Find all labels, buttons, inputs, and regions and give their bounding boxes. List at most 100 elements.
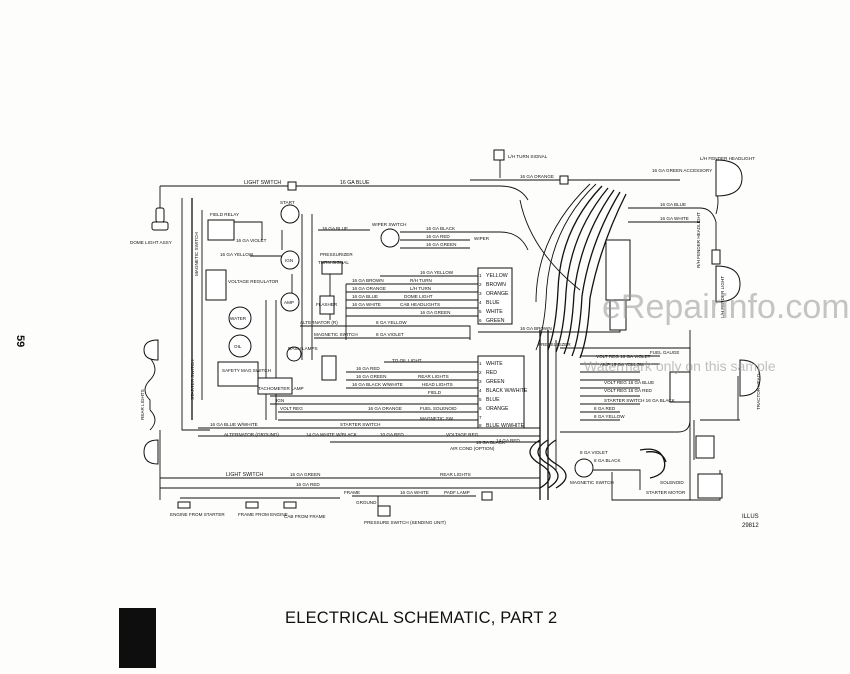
label-dome-light-assy: DOME LIGHT ASSY	[130, 240, 172, 245]
label-16ga-green-d: 16 GA GREEN	[420, 310, 450, 315]
label-ign: IGN	[285, 258, 293, 263]
label-tractor-head: TRACTOR HEAD	[756, 373, 761, 410]
label-volt-reg: VOLT REG	[280, 406, 303, 411]
label-magnetic-switch-3: MAGNETIC SWITCH	[570, 480, 614, 485]
label-lh-turn-signal: L/H TURN SIGNAL	[508, 154, 548, 159]
label-10ga-red: 10 GA RED	[380, 432, 404, 437]
label-starter-motor: STARTER MOTOR	[646, 490, 686, 495]
page-number: 59	[14, 335, 26, 348]
label-wiper-switch: WIPER SWITCH	[372, 222, 406, 227]
label-16ga-black-white: 16 GA BLACK W/WHITE	[352, 382, 403, 387]
label-pressurizer: PRESSURIZER	[320, 252, 353, 257]
label-accessory: 16 GA GREEN ACCESSORY	[652, 168, 712, 173]
voltage-regulator-icon	[205, 269, 227, 301]
tb1-id: 1	[479, 273, 482, 278]
label-16ga-yellow: 16 GA YELLOW	[420, 270, 454, 275]
label-16ga-white: 16 GA WHITE	[352, 302, 381, 307]
label-lh-fender-headlight: L/H FENDER HEADLIGHT	[700, 156, 755, 161]
label-dome-light: DOME LIGHT	[404, 294, 433, 299]
label-8ga-violet-2: 8 GA VIOLET	[580, 450, 608, 455]
tb1-id: 5	[479, 309, 482, 314]
rear-light-bottom-icon	[143, 439, 159, 465]
tb1-id: 4	[479, 300, 482, 305]
label-voltage-regulator: VOLTAGE REGULATOR	[228, 279, 279, 284]
label-16ga-blue-wiper: 16 GA BLUE	[322, 226, 348, 231]
terminal-block-2	[477, 355, 525, 429]
tachometer-lamp-icon	[257, 377, 293, 395]
label-cab-from-frame: CAB FROM FRAME	[284, 514, 326, 519]
label-8ga-violet: 8 GA VIOLET	[376, 332, 404, 337]
pressurizer-icon	[605, 239, 631, 301]
label-16ga-black: 16 GA BLACK	[426, 226, 456, 231]
labels: L/H TURN SIGNAL L/H FENDER HEADLIGHT 16 …	[130, 154, 761, 525]
tb1-label: ORANGE	[486, 291, 509, 297]
label-engine-from-starter: ENGINE FROM STARTER	[170, 512, 225, 517]
terminal-block-2-labels: 1 WHITE 2 RED 3 GREEN 4 BLACK W/WHITE 5 …	[479, 361, 528, 429]
frame-connector-icon	[245, 501, 259, 509]
label-rear-lights-mid: REAR LIGHTS	[418, 374, 449, 379]
watermark-sub: Watermark only on this sample	[584, 358, 776, 374]
label-16ga-brown-right: 16 GA BROWN	[520, 326, 552, 331]
label-rh-turn: R/H TURN	[410, 278, 432, 283]
tb2-id: 1	[479, 361, 482, 366]
label-alternator-r: ALTERNATOR (R)	[300, 320, 338, 325]
label-oil: OIL	[234, 344, 242, 349]
tb1-label: BROWN	[486, 282, 506, 288]
label-alternator-ground: ALTERNATOR (GROUND)	[224, 432, 279, 437]
water-gauge-icon	[228, 306, 252, 330]
label-amp: AMP	[284, 300, 294, 305]
label-rear-lights-side: REAR LIGHTS	[140, 389, 145, 420]
relay-icon	[321, 355, 337, 381]
label-16ga-orange: 16 GA ORANGE	[352, 286, 386, 291]
watermark-main: eRepairinfo.com	[602, 288, 850, 326]
label-wiper: WIPER	[474, 236, 490, 241]
fender-headlight-icon	[715, 159, 743, 197]
start-gauge-icon	[280, 204, 300, 224]
label-volt-reg-violet: VOLT REG 16 GA VIOLET	[596, 354, 651, 359]
page-title: ELECTRICAL SCHEMATIC, PART 2	[285, 609, 558, 627]
safety-mag-switch-icon	[217, 361, 259, 387]
tb2-label: ORANGE	[486, 406, 509, 412]
label-magnetic-switch: MAGNETIC SWITCH	[194, 232, 199, 276]
tb2-label: BLUE W/WHITE	[486, 423, 525, 429]
label-16ga-red-3: 16 GA RED	[296, 482, 320, 487]
label-16ga-green-3: 16 GA GREEN	[290, 472, 320, 477]
tb1-id: 6	[479, 318, 482, 323]
label-16ga-orange-2: 16 GA ORANGE	[368, 406, 402, 411]
dome-light-icon	[155, 207, 165, 223]
label-ground: GROUND	[356, 500, 377, 505]
fuel-gauge-icon	[669, 371, 691, 403]
label-solenoid: SOLENOID	[660, 480, 684, 485]
label-16ga-green: 16 GA GREEN	[426, 242, 456, 247]
tb2-id: 5	[479, 397, 482, 402]
label-pressurizer-right: PRESSURIZER	[538, 342, 571, 347]
tb2-label: BLUE	[486, 397, 500, 403]
label-magnetic-sw: MAGNETIC SW	[420, 416, 454, 421]
label-16ga-white-2: 16 GA WHITE	[400, 490, 429, 495]
cab-connector-icon	[283, 501, 297, 509]
tb2-label: WHITE	[486, 361, 503, 367]
label-14ga-red: 14 GA RED	[496, 438, 520, 443]
label-pads-lamp: PADF LAMP	[444, 490, 470, 495]
label-light-switch-bot: LIGHT SWITCH	[226, 472, 263, 478]
tb1-id: 2	[479, 282, 482, 287]
magnetic-switch-icon	[574, 458, 594, 478]
wiper-switch-icon	[380, 228, 400, 248]
label-field: FIELD	[428, 390, 442, 395]
label-lh-turn: L/H TURN	[410, 286, 431, 291]
label-16ga-red-2: 16 GA RED	[356, 366, 380, 371]
amp-gauge-icon	[280, 292, 300, 312]
label-magnetic-switch-2: MAGNETIC SWITCH	[314, 332, 358, 337]
label-8ga-yellow: 8 GA YELLOW	[376, 320, 407, 325]
tb2-label: BLACK W/WHITE	[486, 388, 528, 394]
tb2-id: 2	[479, 370, 482, 375]
label-starter-switch: STARTER SWITCH	[190, 360, 195, 400]
field-relay-icon	[207, 219, 235, 241]
label-16ga-green-2: 16 GA GREEN	[356, 374, 386, 379]
label-cab-headlights: CAB HEADLIGHTS	[400, 302, 440, 307]
label-head-lights: HEAD LIGHTS	[422, 382, 453, 387]
label-16ga-blue-d: 16 GA BLUE	[352, 294, 378, 299]
rear-light-top-icon	[143, 339, 159, 361]
tb2-label: RED	[486, 370, 497, 376]
